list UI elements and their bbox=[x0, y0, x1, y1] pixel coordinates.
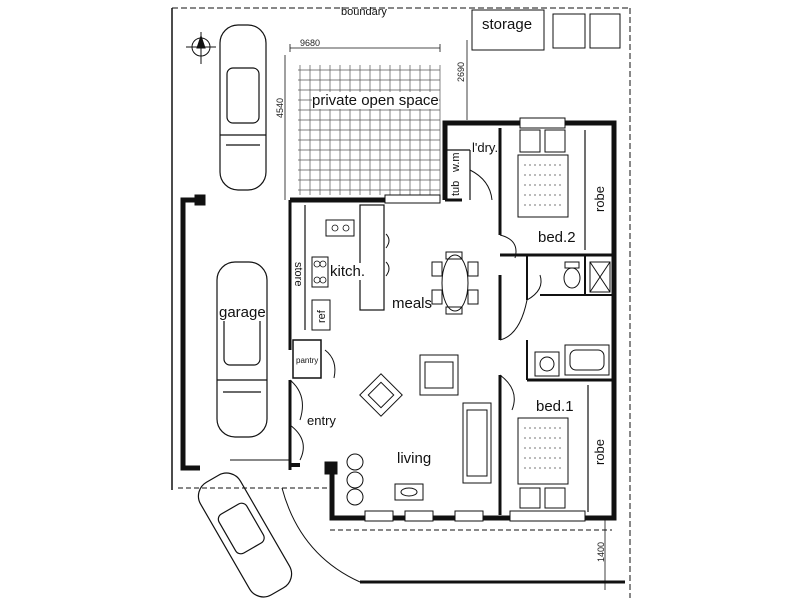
living-furniture bbox=[346, 354, 492, 506]
bathroom-fixtures bbox=[534, 261, 611, 377]
windows bbox=[364, 117, 586, 522]
private-open-space-label: private open space bbox=[312, 92, 439, 109]
dimension-1400: 1400 bbox=[596, 541, 606, 562]
dining-table bbox=[431, 251, 479, 315]
bed2-label: bed.2 bbox=[538, 229, 576, 246]
tub-label: tub bbox=[450, 180, 462, 196]
living-label: living bbox=[397, 450, 432, 467]
kitchen-stools bbox=[385, 233, 390, 277]
car-driveway-icon bbox=[197, 472, 293, 598]
doors bbox=[289, 169, 542, 461]
house-walls bbox=[288, 120, 617, 521]
kitchen-label: kitch. bbox=[330, 263, 366, 280]
dimension-4540: 4540 bbox=[275, 97, 285, 118]
laundry-label: l'dry. bbox=[472, 140, 499, 155]
north-arrow-icon bbox=[186, 32, 216, 64]
car-garage-icon bbox=[216, 261, 268, 438]
ref-label: ref bbox=[316, 310, 328, 323]
dimension-2690: 2690 bbox=[456, 61, 466, 82]
robe-top-label: robe bbox=[592, 185, 607, 212]
bed1-label: bed.1 bbox=[536, 398, 574, 415]
meals-label: meals bbox=[392, 295, 433, 312]
car-top-icon bbox=[219, 24, 267, 191]
storage-structure bbox=[471, 9, 621, 51]
driveway-curve bbox=[281, 487, 361, 583]
robe-bottom-label: robe bbox=[592, 438, 607, 465]
garage-label: garage bbox=[219, 304, 266, 321]
store-label: store bbox=[292, 262, 304, 287]
storage-label: storage bbox=[482, 16, 533, 33]
entry-label: entry bbox=[307, 413, 336, 428]
paving-grid bbox=[298, 65, 441, 195]
boundary-label: boundary bbox=[341, 6, 387, 18]
pantry-label: pantry bbox=[296, 356, 319, 365]
beds bbox=[517, 129, 569, 509]
garage-walls bbox=[180, 194, 290, 471]
dimension-9680: 9680 bbox=[300, 38, 321, 48]
washing-machine-label: w.m bbox=[450, 152, 462, 172]
site-boundary bbox=[171, 7, 631, 598]
